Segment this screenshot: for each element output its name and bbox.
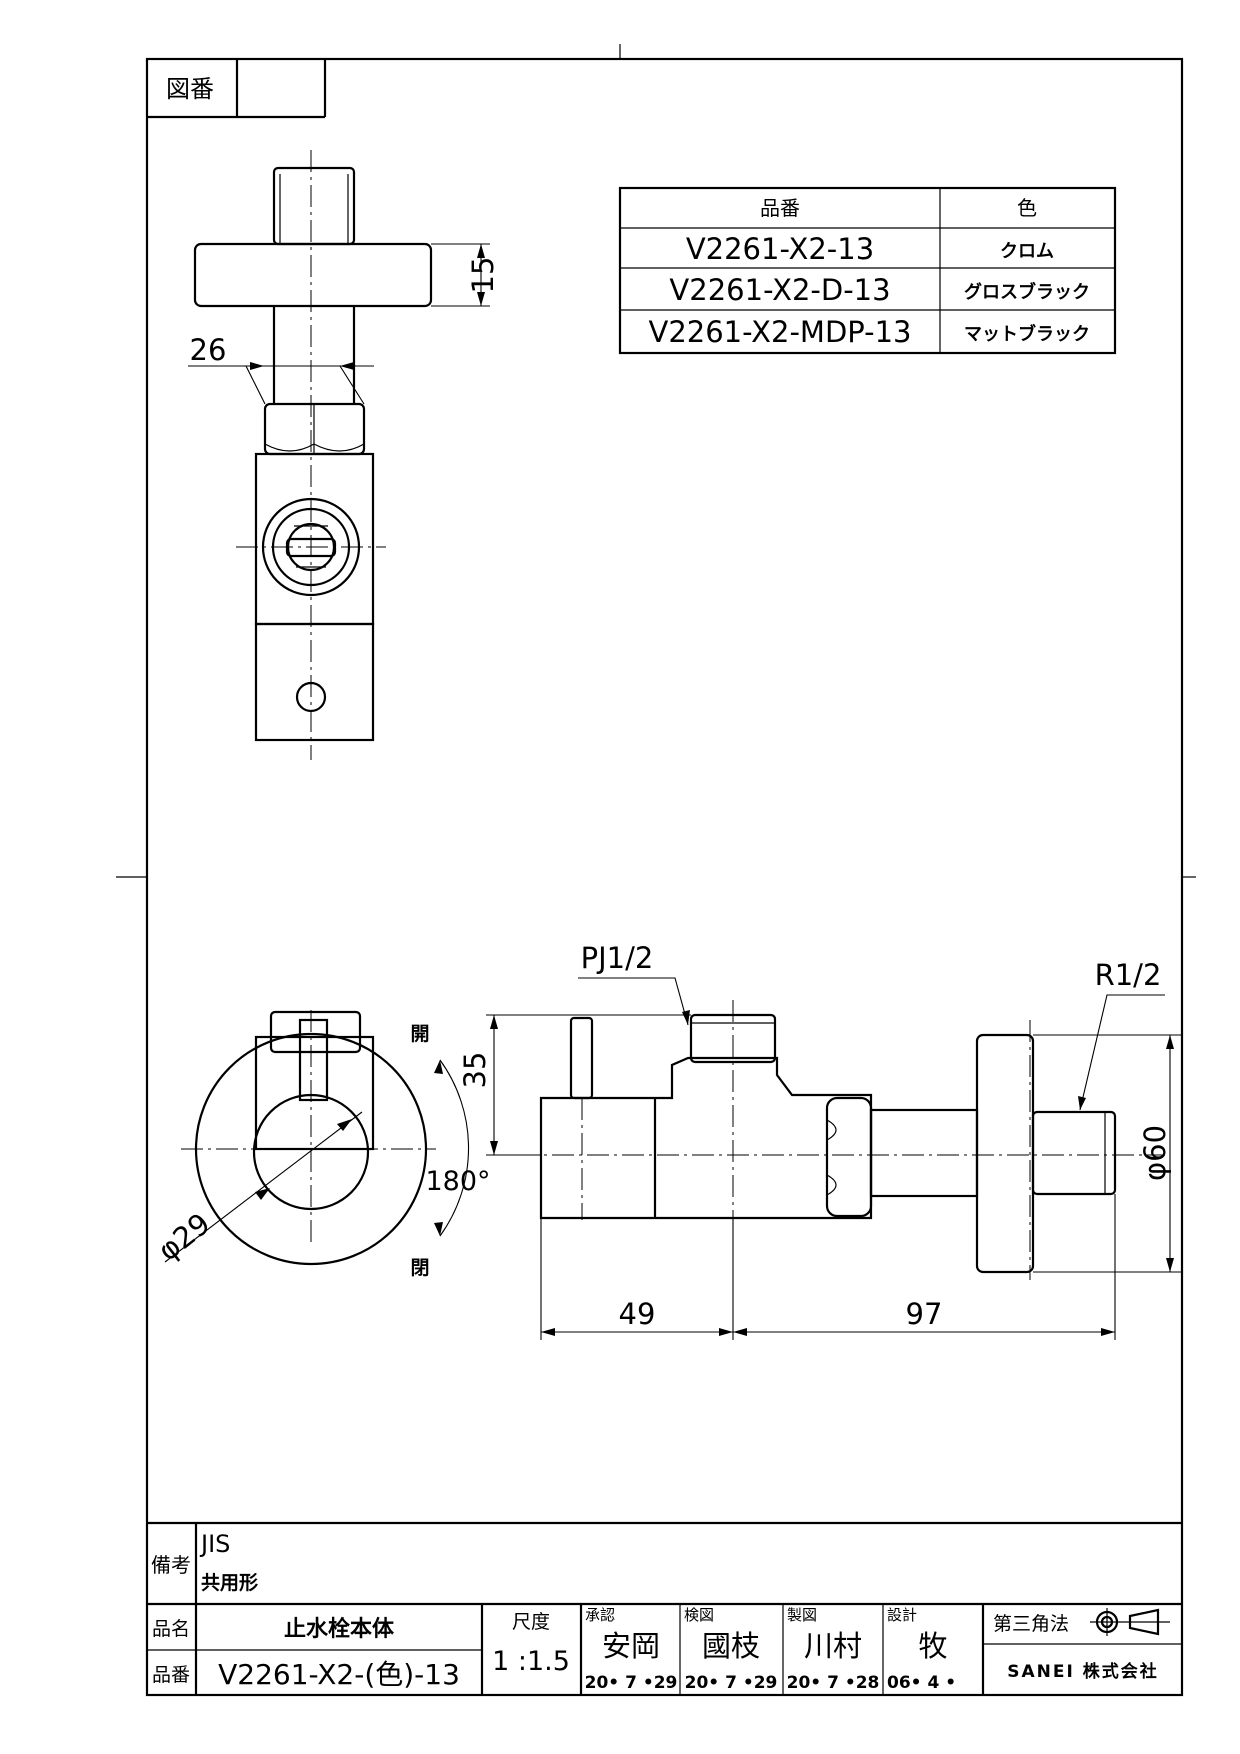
part-number-label: 品番 bbox=[152, 1664, 190, 1686]
label-open: 開 bbox=[410, 1023, 429, 1045]
dim-rotation: 180° bbox=[425, 1166, 490, 1197]
design-name: 牧 bbox=[918, 1629, 947, 1663]
table-header-part: 品番 bbox=[760, 196, 800, 220]
top-view: 15 26 bbox=[188, 150, 500, 760]
part-number-value: V2261-X2-(色)-13 bbox=[218, 1658, 460, 1691]
scale-label: 尺度 bbox=[512, 1611, 550, 1633]
company-name: SANEI 株式会社 bbox=[1007, 1661, 1158, 1682]
dim-length-left: 49 bbox=[619, 1297, 656, 1331]
table-row-color: グロスブラック bbox=[964, 281, 1090, 303]
dim-body-diameter: φ29 bbox=[151, 1206, 216, 1267]
drawing-number-label: 図番 bbox=[166, 75, 214, 103]
drawn-label: 製図 bbox=[787, 1606, 817, 1624]
checked-date: 20• 7 •29 bbox=[685, 1673, 778, 1693]
scale-value: 1 :1.5 bbox=[492, 1646, 570, 1677]
drawn-name: 川村 bbox=[804, 1629, 862, 1663]
approved-date: 20• 7 •29 bbox=[585, 1673, 678, 1693]
remarks-line-1: JIS bbox=[199, 1530, 230, 1558]
third-angle-projection-icon bbox=[1090, 1608, 1170, 1636]
title-block: 備考 JIS 共用形 品名 止水栓本体 品番 V2261-X2-(色)-13 尺… bbox=[147, 1521, 1182, 1695]
dim-flange-thickness: 15 bbox=[466, 257, 500, 294]
projection-label: 第三角法 bbox=[993, 1613, 1069, 1635]
design-date: 06• 4 • bbox=[887, 1673, 956, 1693]
color-table: 品番 色 V2261-X2-13 クロム V2261-X2-D-13 グロスブラ… bbox=[618, 186, 1117, 355]
table-row-color: クロム bbox=[1000, 241, 1054, 262]
checked-label: 検図 bbox=[684, 1606, 714, 1624]
label-close: 閉 bbox=[410, 1257, 429, 1279]
side-view: φ29 180° 開 閉 bbox=[151, 1010, 491, 1279]
table-row-color: マットブラック bbox=[964, 323, 1090, 345]
approved-label: 承認 bbox=[585, 1606, 615, 1624]
approved-name: 安岡 bbox=[602, 1629, 660, 1663]
dim-port-thread: PJ1/2 bbox=[581, 941, 654, 975]
drawing-number-box: 図番 bbox=[147, 59, 327, 119]
remarks-label: 備考 bbox=[151, 1553, 191, 1577]
dim-inlet-thread: R1/2 bbox=[1095, 958, 1162, 992]
design-label: 設計 bbox=[887, 1606, 917, 1624]
dim-flange-diameter: φ60 bbox=[1138, 1125, 1172, 1181]
part-name-value: 止水栓本体 bbox=[284, 1617, 395, 1642]
table-row-part: V2261-X2-D-13 bbox=[669, 273, 890, 307]
drawn-date: 20• 7 •28 bbox=[787, 1673, 880, 1693]
table-row-part: V2261-X2-MDP-13 bbox=[648, 315, 911, 349]
part-name-label: 品名 bbox=[152, 1618, 190, 1640]
dim-hex-width: 26 bbox=[190, 333, 227, 367]
drawing-frame bbox=[145, 57, 1184, 1697]
table-header-color: 色 bbox=[1017, 196, 1037, 220]
dim-handle-height: 35 bbox=[458, 1052, 492, 1089]
table-row-part: V2261-X2-13 bbox=[686, 232, 874, 266]
front-view: 35 PJ1/2 R1/2 φ60 49 97 bbox=[458, 941, 1182, 1340]
remarks-line-2: 共用形 bbox=[201, 1572, 258, 1594]
dim-length-right: 97 bbox=[906, 1297, 943, 1331]
checked-name: 國枝 bbox=[702, 1629, 760, 1663]
